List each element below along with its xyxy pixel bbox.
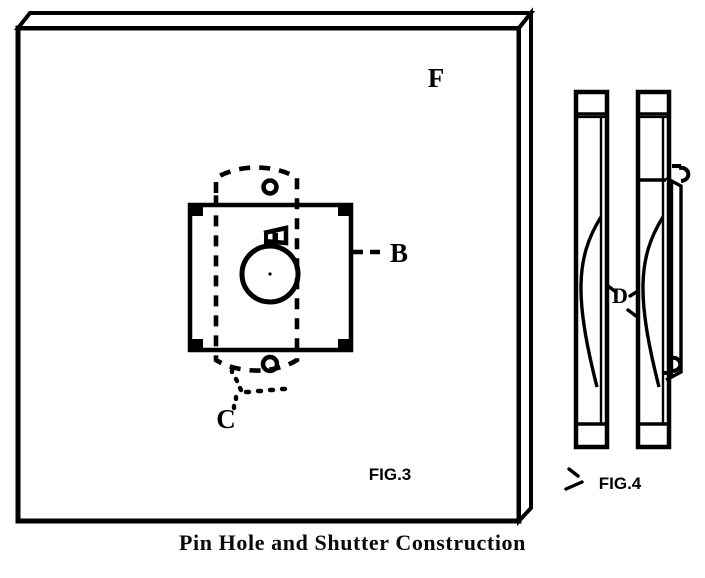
board-top-bevel: [13, 11, 536, 30]
shutter-outline: [213, 165, 300, 373]
pin-hole-plate: [187, 202, 354, 353]
fig3-group: F B: [13, 7, 536, 527]
shutter-hole-bottom: [260, 354, 280, 374]
shutter-label-C: C: [216, 404, 236, 434]
fig4-right-strip: [635, 89, 691, 450]
board-right-bevel: [517, 7, 533, 527]
figure-caption: Pin Hole and Shutter Construction: [179, 530, 526, 555]
strip-label-leaders: [606, 284, 640, 318]
plate-label-B: B: [390, 238, 408, 268]
fig4-label: FIG.4: [599, 474, 642, 493]
shutter-leader-trail: [243, 386, 288, 395]
plate-corner-screws: [190, 205, 351, 350]
pin-hole-aperture: [239, 243, 301, 305]
fig4-left-strip: [573, 89, 610, 450]
shutter-leader-line: [229, 367, 244, 411]
fig3-label: FIG.3: [369, 465, 412, 484]
pin-hole-center-dot: [268, 272, 272, 276]
fig4-group: D FIG.4: [564, 89, 691, 493]
fig4-pointer: [564, 467, 584, 491]
board-label-F: F: [428, 63, 445, 93]
strip-label-D: D: [612, 283, 628, 308]
shutter-hole-top: [261, 178, 279, 196]
